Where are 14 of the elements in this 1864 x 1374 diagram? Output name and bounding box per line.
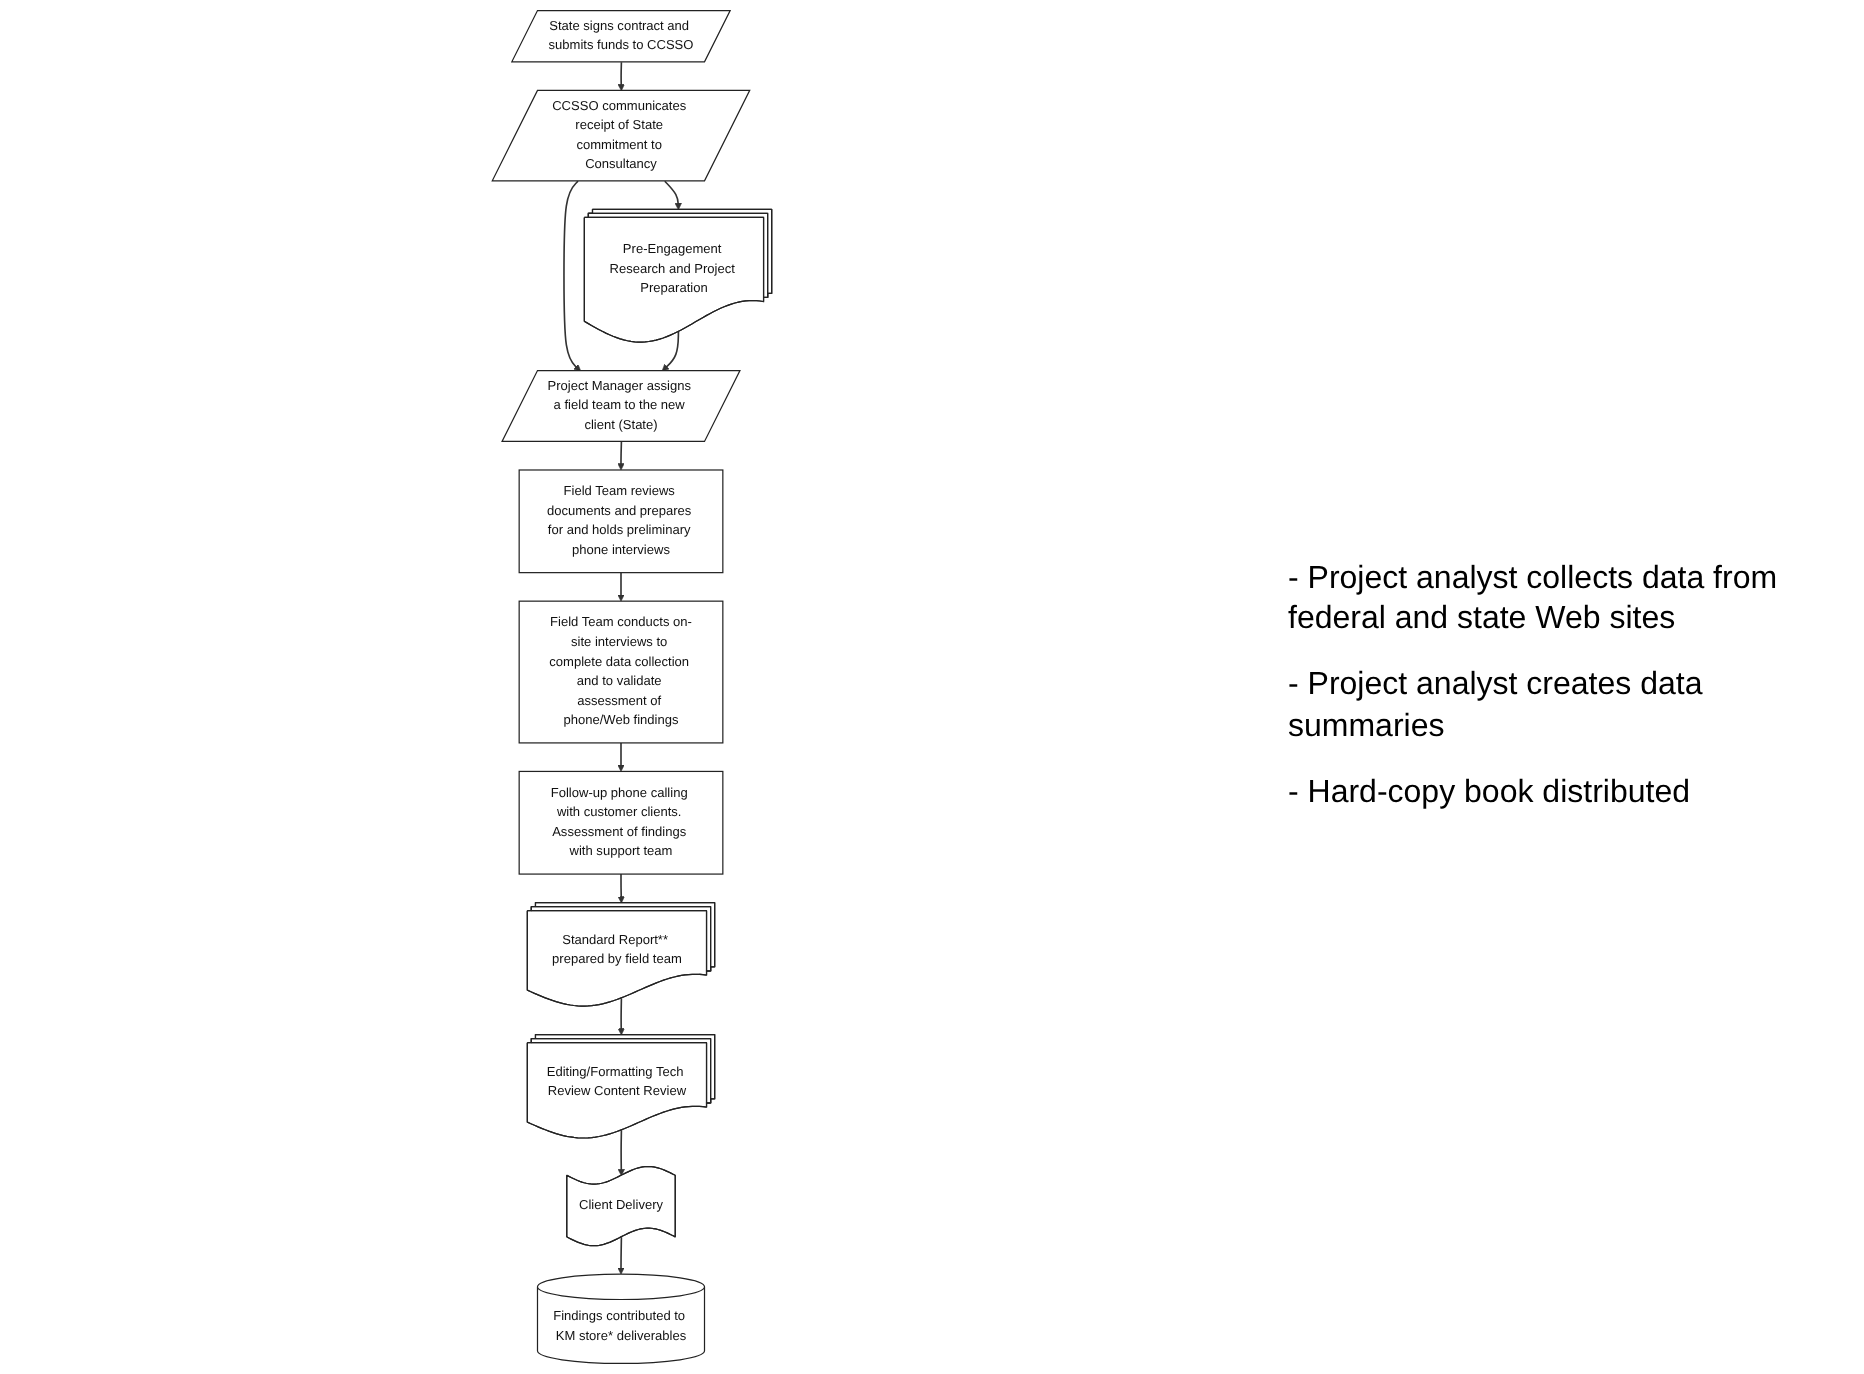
arrow: [617, 1236, 625, 1275]
arrow: [617, 61, 625, 92]
arrow: [617, 571, 625, 602]
arrow: [617, 1129, 625, 1177]
arrow: [663, 180, 682, 211]
arrow: [617, 441, 625, 471]
note-text: - Project analyst collects data from federal and state Web sites: [1288, 559, 1780, 641]
arrow: [617, 997, 625, 1036]
arrow: [617, 873, 625, 904]
arrow: [563, 180, 582, 372]
note-text: - Project analyst creates data summaries: [1288, 666, 1705, 748]
arrow: [661, 331, 680, 372]
note-text: - Hard-copy book distributed: [1288, 773, 1692, 814]
arrow: [617, 742, 625, 772]
